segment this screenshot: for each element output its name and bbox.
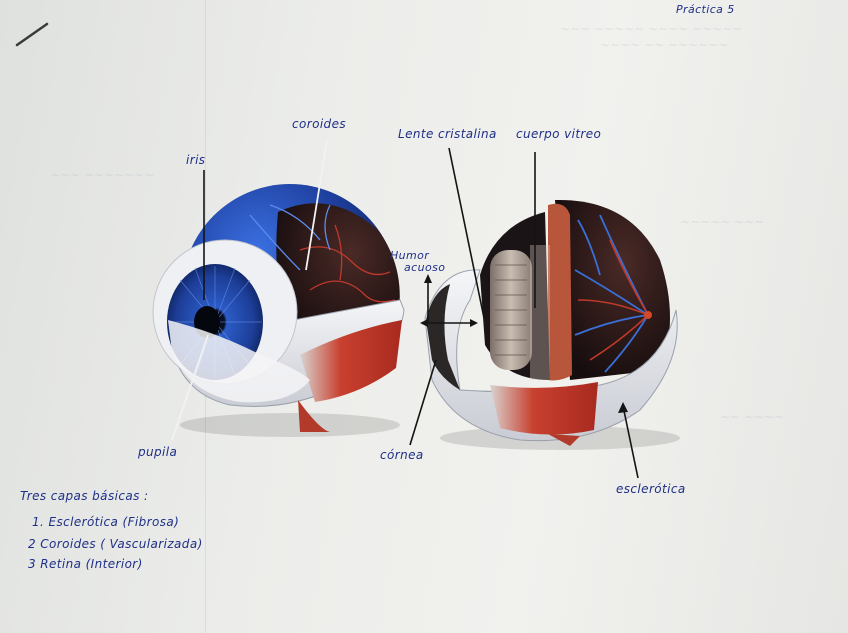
label-coroides: coroides <box>292 117 347 131</box>
page-title: Práctica 5 <box>676 3 735 16</box>
ghost-text: ~~~ ~~~~~~~ <box>50 168 155 182</box>
pointer-coroides <box>305 139 328 271</box>
notes-item: 2 Coroides ( Vascularizada) <box>28 537 203 551</box>
label-lente-cristalina: Lente cristalina <box>398 127 497 141</box>
pointer-lente-cristalina <box>448 147 485 319</box>
right-choroid-band <box>548 203 572 381</box>
right-vitreous <box>530 245 550 380</box>
right-red-vessels <box>577 239 649 361</box>
left-blue-vessels <box>249 204 331 271</box>
ciliary-texture <box>495 264 527 356</box>
notes-item: 3 Retina (Interior) <box>28 557 143 571</box>
right-sclera-shell <box>424 269 678 442</box>
arrowhead <box>420 319 428 327</box>
ghost-text: ~~~~~ ~~~ <box>680 215 765 229</box>
ghost-text: ~~~ ~~~~~ ~~~~ ~~~~~ <box>560 22 743 36</box>
right-eye-muscle <box>490 382 598 435</box>
pointer-lines <box>171 139 639 479</box>
pointer-esclerotica <box>622 405 639 479</box>
label-cornea: córnea <box>380 448 424 462</box>
pointer-pupila <box>171 334 209 441</box>
left-eye-shadow <box>180 413 400 437</box>
ghost-text: ~~ ~~~~ <box>720 410 785 424</box>
left-eye-muscle <box>300 320 402 402</box>
ghost-text: ~~~~ ~~ ~~~~~~ <box>600 38 729 52</box>
right-lower-muscle <box>548 434 580 446</box>
arrowhead <box>424 274 432 283</box>
label-iris: iris <box>186 153 206 167</box>
left-lower-muscle <box>298 400 330 432</box>
optic-disc <box>644 311 652 319</box>
pointer-cornea <box>409 359 437 446</box>
left-sclera-lip <box>168 320 310 403</box>
pointer-arrowheads <box>420 274 628 413</box>
arrowhead <box>618 402 628 413</box>
label-cuerpo-vitreo: cuerpo vitreo <box>516 127 602 141</box>
arrowhead <box>470 319 478 327</box>
notes-item: 1. Esclerótica (Fibrosa) <box>32 515 180 529</box>
notes-heading: Tres capas básicas : <box>20 489 149 503</box>
label-esclerotica: esclerótica <box>616 482 686 496</box>
right-choroid-hemisphere <box>555 199 670 380</box>
pen-mark <box>15 22 49 47</box>
right-eye-model <box>424 199 680 450</box>
label-humor-acuoso-line1: Humor <box>390 249 430 262</box>
label-humor-acuoso-line2: acuoso <box>404 261 446 274</box>
label-pupila: pupila <box>138 445 178 459</box>
left-eye-model <box>152 184 405 437</box>
